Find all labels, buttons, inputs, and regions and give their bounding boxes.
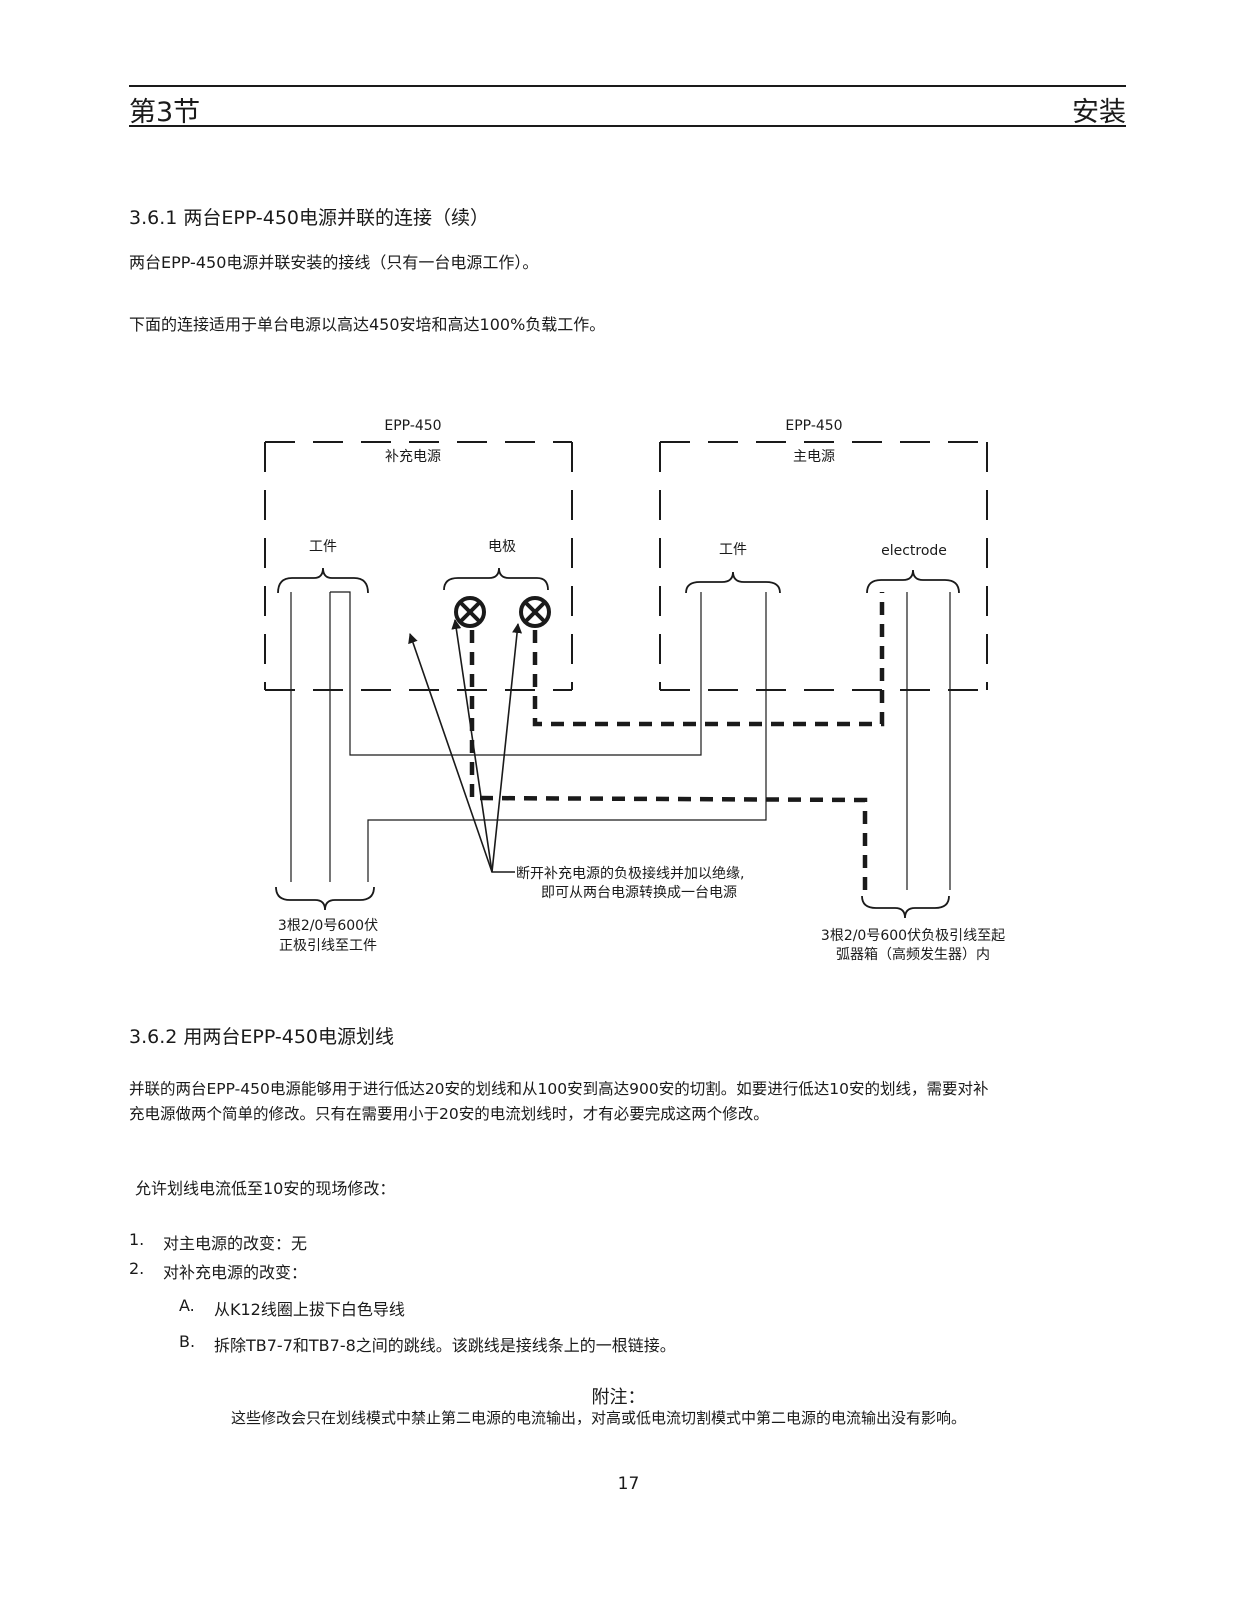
disconnect-note-line1: 断开补充电源的负极接线并加以绝缘,: [516, 865, 744, 882]
header-bottom-rule: [129, 125, 1126, 127]
main-electrode-label: electrode: [881, 543, 947, 559]
parallel-wiring-diagram: EPP-450 补充电源 EPP-450 主电源 工件 电极 工件 electr…: [264, 418, 1005, 963]
chapter-title: 安装: [1072, 97, 1126, 128]
paragraph-single-unit: 下面的连接适用于单台电源以高达450安培和高达100%负载工作。: [129, 315, 606, 334]
field-mod-intro: 允许划线电流低至10安的现场修改：: [135, 1179, 396, 1198]
electrode-terminals: [454, 596, 551, 628]
list-item-num: 2.: [129, 1259, 145, 1278]
aux-electrode-label: 电极: [488, 539, 516, 555]
section-label: 第3节: [129, 97, 201, 128]
header-top-rule: [129, 85, 1126, 87]
list-item-text: 对补充电源的改变：: [163, 1263, 308, 1282]
section-heading-3-6-2: 3.6.2 用两台EPP-450电源划线: [129, 1026, 395, 1048]
aux-work-label: 工件: [309, 539, 337, 555]
sublist-item-text: 从K12线圈上拔下白色导线: [214, 1300, 405, 1319]
negative-arc-starter-leads: [906, 592, 951, 890]
sublist-item-text: 拆除TB7-7和TB7-8之间的跳线。该跳线是接线条上的一根链接。: [214, 1336, 676, 1355]
positive-leads-label-line2: 正极引线至工件: [279, 938, 377, 954]
terminal-braces: [277, 567, 960, 594]
electrode-leads-dashed: [469, 592, 885, 890]
list-item-num: 1.: [129, 1230, 145, 1249]
disconnect-note-line2: 即可从两台电源转换成一台电源: [541, 884, 737, 901]
sublist-item-letter: A.: [179, 1296, 195, 1315]
main-work-label: 工件: [719, 542, 747, 558]
note-text: 这些修改会只在划线模式中禁止第二电源的电流输出，对高或低电流切割模式中第二电源的…: [230, 1409, 966, 1427]
negative-leads-label-line2: 弧器箱（高频发生器）内: [836, 946, 990, 963]
paragraph-marking-line2: 充电源做两个简单的修改。只有在需要用小于20安的电流划线时，才有必要完成这两个修…: [129, 1105, 769, 1123]
page-number: 17: [617, 1474, 640, 1494]
note-title: 附注：: [591, 1387, 646, 1408]
main-name-label: 主电源: [793, 449, 835, 465]
list-item-text: 对主电源的改变：无: [163, 1234, 308, 1253]
main-supply-box: [659, 441, 988, 691]
callout-arrows: [408, 619, 523, 873]
negative-leads-label-line1: 3根2/0号600伏负极引线至起: [821, 928, 1005, 944]
sublist-item-letter: B.: [179, 1332, 196, 1351]
auxiliary-supply-box: [264, 441, 573, 691]
paragraph-marking-line1: 并联的两台EPP-450电源能够用于进行低达20安的划线和从100安到高达900…: [129, 1080, 989, 1098]
positive-work-leads: [290, 591, 767, 882]
aux-name-label: 补充电源: [385, 449, 441, 465]
aux-model-label: EPP-450: [384, 418, 441, 434]
main-model-label: EPP-450: [785, 418, 842, 434]
positive-leads-label-line1: 3根2/0号600伏: [278, 918, 378, 934]
paragraph-wiring-intro: 两台EPP-450电源并联安装的接线（只有一台电源工作）。: [129, 253, 539, 272]
section-heading-3-6-1: 3.6.1 两台EPP-450电源并联的连接（续）: [129, 207, 490, 229]
